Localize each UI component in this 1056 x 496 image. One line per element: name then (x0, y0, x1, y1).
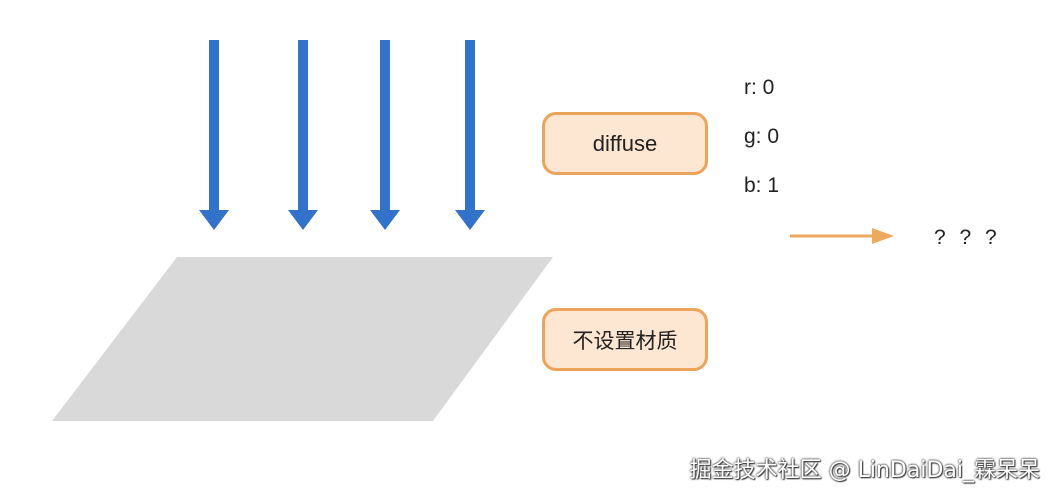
light-ray-arrow-icon (288, 40, 318, 230)
light-ray-arrow-icon (370, 40, 400, 230)
unknown-result-label: ? ? ? (934, 226, 1001, 249)
color-g-value: g: 0 (744, 125, 780, 148)
diffuse-label: diffuse (592, 130, 658, 156)
watermark: 掘金技术社区 @ LinDaiDai_霖呆呆 (689, 458, 1040, 483)
diffuse-label-box: diffuse (542, 112, 708, 175)
no-material-label-box: 不设置材质 (542, 308, 708, 371)
plane-surface (52, 257, 553, 421)
no-material-label: 不设置材质 (572, 328, 678, 353)
light-ray-arrow-icon (455, 40, 485, 230)
color-r-value: r: 0 (744, 76, 775, 99)
light-rays (199, 40, 485, 230)
pointer-arrow-icon (790, 228, 894, 244)
color-b-value: b: 1 (744, 174, 780, 197)
light-ray-arrow-icon (199, 40, 229, 230)
